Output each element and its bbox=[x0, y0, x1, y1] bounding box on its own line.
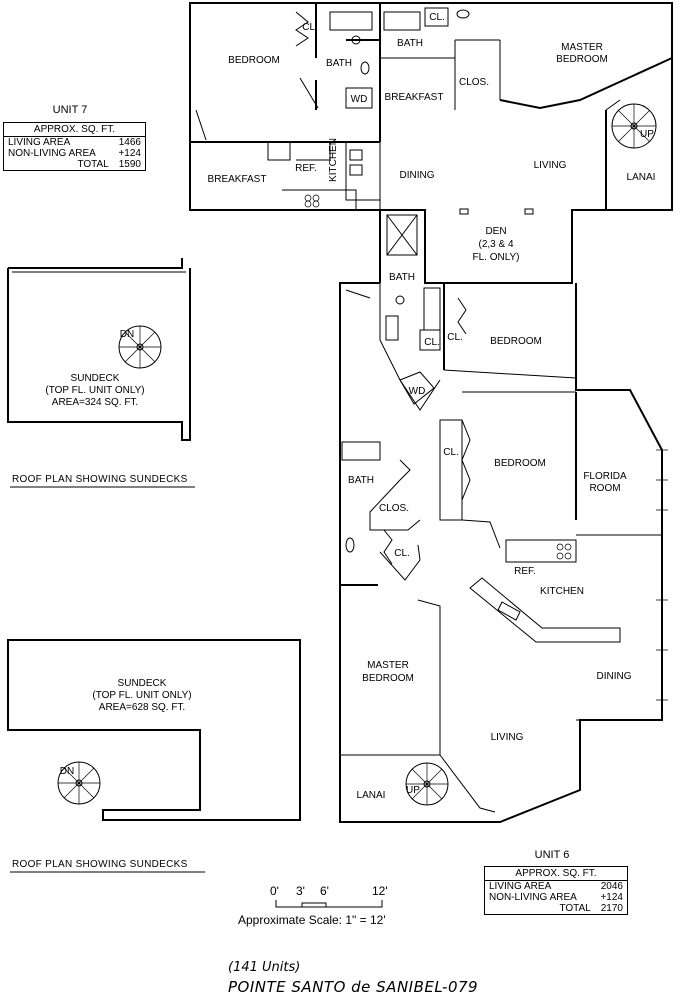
unit-7-title: UNIT 7 bbox=[52, 104, 88, 116]
unit-6-title: UNIT 6 bbox=[534, 849, 570, 861]
sundeck-324-plan: DN SUNDECK (TOP FL. UNIT ONLY) AREA=324 … bbox=[7, 258, 195, 488]
svg-text:BEDROOM: BEDROOM bbox=[556, 54, 608, 65]
svg-text:SUNDECK: SUNDECK bbox=[118, 678, 167, 689]
svg-text:REF.: REF. bbox=[295, 163, 317, 174]
svg-text:ROOM: ROOM bbox=[589, 483, 620, 494]
svg-text:CLOS.: CLOS. bbox=[459, 77, 489, 88]
svg-text:CL.: CL. bbox=[447, 332, 463, 343]
svg-text:FLORIDA: FLORIDA bbox=[583, 471, 627, 482]
svg-text:BEDROOM: BEDROOM bbox=[228, 55, 280, 66]
scale-bar bbox=[275, 900, 383, 908]
svg-text:LANAI: LANAI bbox=[357, 790, 386, 801]
svg-text:WD: WD bbox=[351, 94, 368, 105]
property-name: POINTE SANTO de SANIBEL-079 bbox=[228, 978, 479, 996]
svg-text:(TOP FL. UNIT ONLY): (TOP FL. UNIT ONLY) bbox=[92, 690, 191, 701]
lanai-spiral-stair bbox=[611, 103, 657, 149]
svg-text:DEN: DEN bbox=[485, 226, 506, 237]
area-table-header: APPROX. SQ. FT. bbox=[485, 867, 627, 881]
svg-text:BATH: BATH bbox=[397, 38, 423, 49]
svg-text:REF.: REF. bbox=[514, 566, 536, 577]
svg-text:WD: WD bbox=[409, 386, 426, 397]
svg-text:BEDROOM: BEDROOM bbox=[362, 673, 414, 684]
scale-tick-6: 6' bbox=[320, 884, 329, 898]
area-table-header: APPROX. SQ. FT. bbox=[4, 123, 145, 137]
unit-6-room-labels: BATH CL. CL. BEDROOM WD CL. BEDROOM FLOR… bbox=[348, 272, 632, 801]
svg-text:BATH: BATH bbox=[389, 272, 415, 283]
scale-tick-0: 0' bbox=[270, 884, 279, 898]
svg-text:UP: UP bbox=[406, 785, 420, 796]
svg-text:SUNDECK: SUNDECK bbox=[71, 373, 120, 384]
svg-text:(2,3 & 4: (2,3 & 4 bbox=[478, 239, 513, 250]
svg-text:MASTER: MASTER bbox=[561, 42, 603, 53]
svg-text:FL. ONLY): FL. ONLY) bbox=[472, 252, 519, 263]
svg-text:BEDROOM: BEDROOM bbox=[490, 336, 542, 347]
svg-text:CL.: CL. bbox=[424, 337, 440, 348]
scale-tick-3: 3' bbox=[296, 884, 305, 898]
sundeck-324-spiral-stair bbox=[118, 325, 162, 369]
svg-text:DINING: DINING bbox=[400, 170, 435, 181]
svg-text:AREA=628 SQ. FT.: AREA=628 SQ. FT. bbox=[99, 702, 185, 713]
unit-7-plan bbox=[189, 2, 673, 284]
unit-7-room-labels: BEDROOM CL. BATH BATH CL. MASTER BEDROOM… bbox=[208, 12, 656, 263]
svg-text:CL.: CL. bbox=[394, 548, 410, 559]
svg-text:(TOP FL. UNIT ONLY): (TOP FL. UNIT ONLY) bbox=[45, 385, 144, 396]
svg-text:BREAKFAST: BREAKFAST bbox=[385, 92, 444, 103]
svg-text:BATH: BATH bbox=[326, 58, 352, 69]
svg-text:CLOS.: CLOS. bbox=[379, 503, 409, 514]
unit-6-spiral-stair bbox=[405, 762, 449, 806]
table-row: NON-LIVING AREA+124 bbox=[489, 892, 623, 903]
svg-text:UP: UP bbox=[640, 129, 654, 140]
unit-count: (141 Units) bbox=[228, 960, 301, 975]
scale-tick-12: 12' bbox=[372, 884, 388, 898]
svg-text:CL.: CL. bbox=[302, 22, 318, 33]
svg-text:BREAKFAST: BREAKFAST bbox=[208, 174, 267, 185]
svg-text:LIVING: LIVING bbox=[534, 160, 567, 171]
svg-text:BATH: BATH bbox=[348, 475, 374, 486]
svg-text:CL.: CL. bbox=[443, 447, 459, 458]
svg-text:DN: DN bbox=[60, 766, 74, 777]
svg-text:BEDROOM: BEDROOM bbox=[494, 458, 546, 469]
svg-text:LIVING: LIVING bbox=[491, 732, 524, 743]
unit-6-plan bbox=[339, 210, 668, 823]
svg-text:AREA=324 SQ. FT.: AREA=324 SQ. FT. bbox=[52, 397, 138, 408]
sundeck-324-caption: ROOF PLAN SHOWING SUNDECKS bbox=[12, 474, 188, 485]
svg-text:CL.: CL. bbox=[429, 12, 445, 23]
scale-caption: Approximate Scale: 1" = 12' bbox=[238, 913, 386, 927]
svg-text:LANAI: LANAI bbox=[627, 172, 656, 183]
svg-text:MASTER: MASTER bbox=[367, 660, 409, 671]
table-row: NON-LIVING AREA+124 bbox=[8, 148, 141, 159]
svg-text:KITCHEN: KITCHEN bbox=[328, 138, 339, 182]
sundeck-628-caption: ROOF PLAN SHOWING SUNDECKS bbox=[12, 859, 188, 870]
sundeck-628-plan: DN SUNDECK (TOP FL. UNIT ONLY) AREA=628 … bbox=[7, 639, 301, 873]
svg-text:DINING: DINING bbox=[597, 671, 632, 682]
svg-text:KITCHEN: KITCHEN bbox=[540, 586, 584, 597]
sundeck-628-spiral-stair bbox=[57, 761, 101, 805]
svg-text:DN: DN bbox=[120, 329, 134, 340]
